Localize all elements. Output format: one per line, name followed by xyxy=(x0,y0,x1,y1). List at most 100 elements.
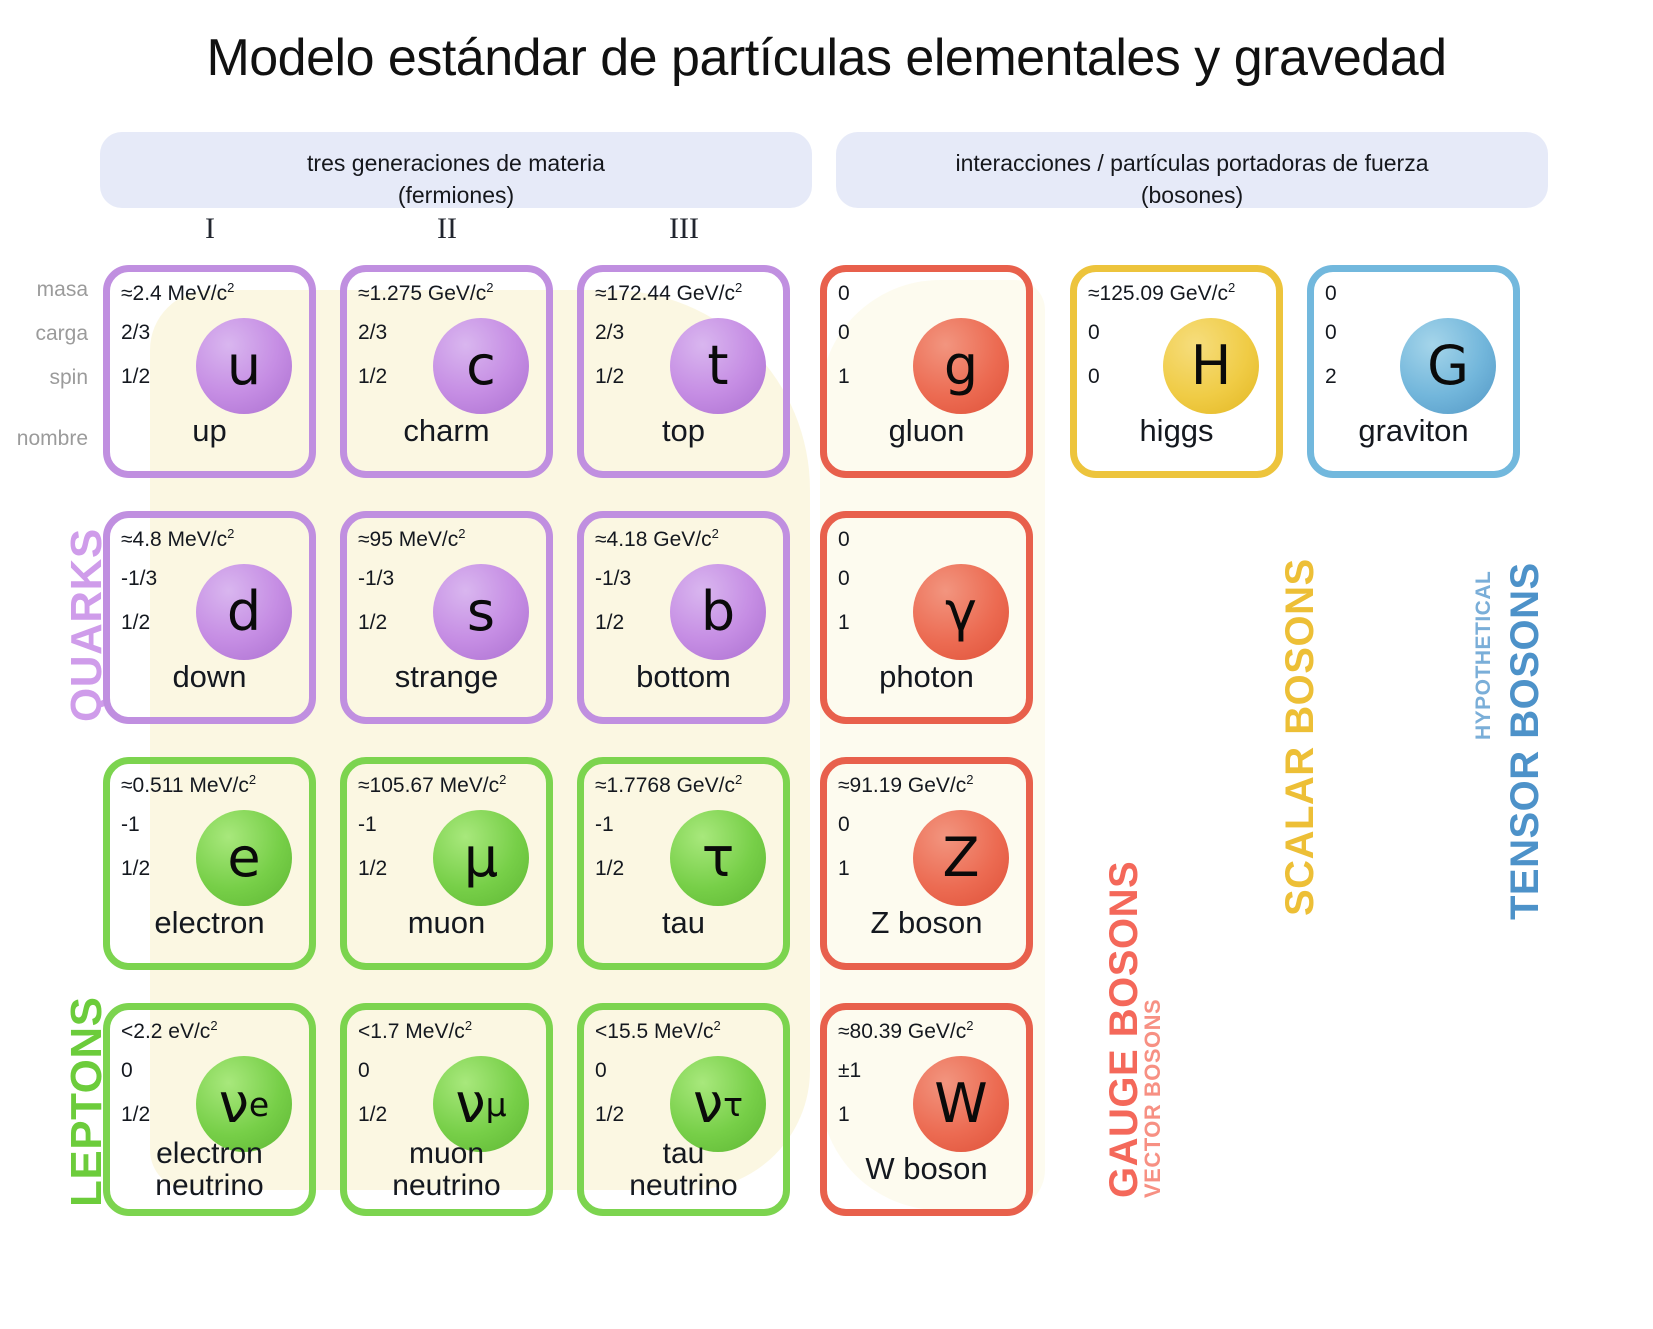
row-label-mass: masa xyxy=(36,278,88,301)
group-label-hypothetical: HYPOTHETICAL xyxy=(1472,570,1495,740)
particle-symbol: μ xyxy=(433,810,529,906)
particle-spin: 1/2 xyxy=(358,365,388,388)
particle-name: graviton xyxy=(1358,413,1469,448)
particle-spin: 0 xyxy=(1088,365,1100,388)
particle-name: down xyxy=(172,659,247,694)
particle-mass: <1.7 MeV/c2 xyxy=(358,1018,473,1043)
particle-card-gluon[interactable]: 0 0 1 g gluon xyxy=(820,265,1033,478)
particle-mass: ≈80.39 GeV/c2 xyxy=(838,1018,974,1043)
particle-name: electron xyxy=(154,905,265,940)
particle-charge: 0 xyxy=(838,813,850,836)
particle-symbol: s xyxy=(433,564,529,660)
particle-name-line1: muon xyxy=(408,1137,485,1170)
particle-mass: ≈172.44 GeV/c2 xyxy=(595,280,743,305)
particle-charge: 0 xyxy=(1088,321,1100,344)
particle-charge: 2/3 xyxy=(358,321,388,344)
particle-charge: 0 xyxy=(838,567,850,590)
particle-spin: 2 xyxy=(1325,365,1337,388)
particle-mass: ≈91.19 GeV/c2 xyxy=(838,772,974,797)
particle-symbol: d xyxy=(196,564,292,660)
particle-mass: ≈2.4 MeV/c2 xyxy=(121,280,235,305)
particle-card-higgs[interactable]: ≈125.09 GeV/c2 0 0 H higgs xyxy=(1070,265,1283,478)
particle-mass: ≈95 MeV/c2 xyxy=(358,526,466,551)
particle-spin: 1/2 xyxy=(595,611,625,634)
particle-card-strange[interactable]: ≈95 MeV/c2 -1/3 1/2 s strange xyxy=(340,511,553,724)
particle-symbol: u xyxy=(196,318,292,414)
particle-spin: 1/2 xyxy=(595,857,625,880)
particle-charge: 0 xyxy=(595,1059,607,1082)
particle-symbol: e xyxy=(196,810,292,906)
particle-name: electron neutrino xyxy=(110,1138,309,1202)
banner-bosons-line1: interacciones / partículas portadoras de… xyxy=(955,150,1429,176)
particle-name: higgs xyxy=(1139,413,1214,448)
particle-name: Z boson xyxy=(870,905,983,940)
particle-name-line2: neutrino xyxy=(392,1168,501,1202)
particle-card-photon[interactable]: 0 0 1 γ photon xyxy=(820,511,1033,724)
particle-charge: 0 xyxy=(121,1059,133,1082)
particle-name: up xyxy=(192,413,227,448)
group-label-tensor-bosons: TENSOR BOSONS xyxy=(1503,562,1547,920)
particle-mass: 0 xyxy=(838,528,850,551)
particle-name-line2: neutrino xyxy=(629,1168,738,1202)
particle-charge: 2/3 xyxy=(595,321,625,344)
particle-symbol: Z xyxy=(913,810,1009,906)
particle-charge: ±1 xyxy=(838,1059,862,1082)
particle-name: gluon xyxy=(888,413,965,448)
particle-mass: ≈105.67 MeV/c2 xyxy=(358,772,507,797)
particle-name: muon xyxy=(407,905,486,940)
particle-card-up[interactable]: ≈2.4 MeV/c2 2/3 1/2 u up xyxy=(103,265,316,478)
particle-name: W boson xyxy=(865,1151,988,1186)
particle-card-charm[interactable]: ≈1.275 GeV/c2 2/3 1/2 c charm xyxy=(340,265,553,478)
particle-name: photon xyxy=(879,659,974,694)
particle-name: bottom xyxy=(636,659,731,694)
particle-charge: -1 xyxy=(121,813,140,836)
particle-spin: 1 xyxy=(838,1103,850,1126)
particle-card-bottom[interactable]: ≈4.18 GeV/c2 -1/3 1/2 b bottom xyxy=(577,511,790,724)
group-label-vector-bosons: VECTOR BOSONS xyxy=(1140,998,1165,1198)
row-label-name: nombre xyxy=(16,427,88,450)
particle-symbol: γ xyxy=(913,564,1009,660)
fermion-background-wash xyxy=(150,290,810,1190)
particle-card-tau[interactable]: ≈1.7768 GeV/c2 -1 1/2 τ tau xyxy=(577,757,790,970)
particle-name: tau xyxy=(661,905,706,940)
particle-mass: <2.2 eV/c2 xyxy=(121,1018,218,1043)
particle-name: charm xyxy=(403,413,490,448)
banner-fermions: tres generaciones de materia (fermiones) xyxy=(100,132,812,208)
particle-spin: 1/2 xyxy=(121,611,151,634)
banner-bosons: interacciones / partículas portadoras de… xyxy=(836,132,1548,208)
particle-spin: 1/2 xyxy=(121,1103,151,1126)
boson-background-wash xyxy=(820,280,1045,1210)
particle-spin: 1/2 xyxy=(358,1103,388,1126)
particle-mass: ≈1.7768 GeV/c2 xyxy=(595,772,743,797)
particle-card-graviton[interactable]: 0 0 2 G graviton xyxy=(1307,265,1520,478)
particle-mass: ≈4.18 GeV/c2 xyxy=(595,526,719,551)
particle-card-down[interactable]: ≈4.8 MeV/c2 -1/3 1/2 d down xyxy=(103,511,316,724)
particle-card-muon[interactable]: ≈105.67 MeV/c2 -1 1/2 μ muon xyxy=(340,757,553,970)
particle-mass: 0 xyxy=(1325,282,1337,305)
row-label-charge: carga xyxy=(35,322,88,345)
particle-symbol: b xyxy=(670,564,766,660)
particle-symbol: t xyxy=(670,318,766,414)
particle-spin: 1 xyxy=(838,365,850,388)
particle-card-electron[interactable]: ≈0.511 MeV/c2 -1 1/2 e electron xyxy=(103,757,316,970)
page-title: Modelo estándar de partículas elementale… xyxy=(206,29,1447,87)
particle-charge: -1 xyxy=(358,813,377,836)
particle-symbol: g xyxy=(913,318,1009,414)
particle-name: strange xyxy=(394,659,499,694)
particle-card-z-boson[interactable]: ≈91.19 GeV/c2 0 1 Z Z boson xyxy=(820,757,1033,970)
particle-mass: ≈125.09 GeV/c2 xyxy=(1088,280,1236,305)
particle-charge: -1/3 xyxy=(121,567,158,590)
particle-card-top[interactable]: ≈172.44 GeV/c2 2/3 1/2 t top xyxy=(577,265,790,478)
particle-charge: -1/3 xyxy=(595,567,632,590)
particle-charge: -1 xyxy=(595,813,614,836)
particle-charge: 0 xyxy=(358,1059,370,1082)
particle-card-w-boson[interactable]: ≈80.39 GeV/c2 ±1 1 W W boson xyxy=(820,1003,1033,1216)
particle-spin: 1/2 xyxy=(358,611,388,634)
particle-charge: 0 xyxy=(1325,321,1337,344)
